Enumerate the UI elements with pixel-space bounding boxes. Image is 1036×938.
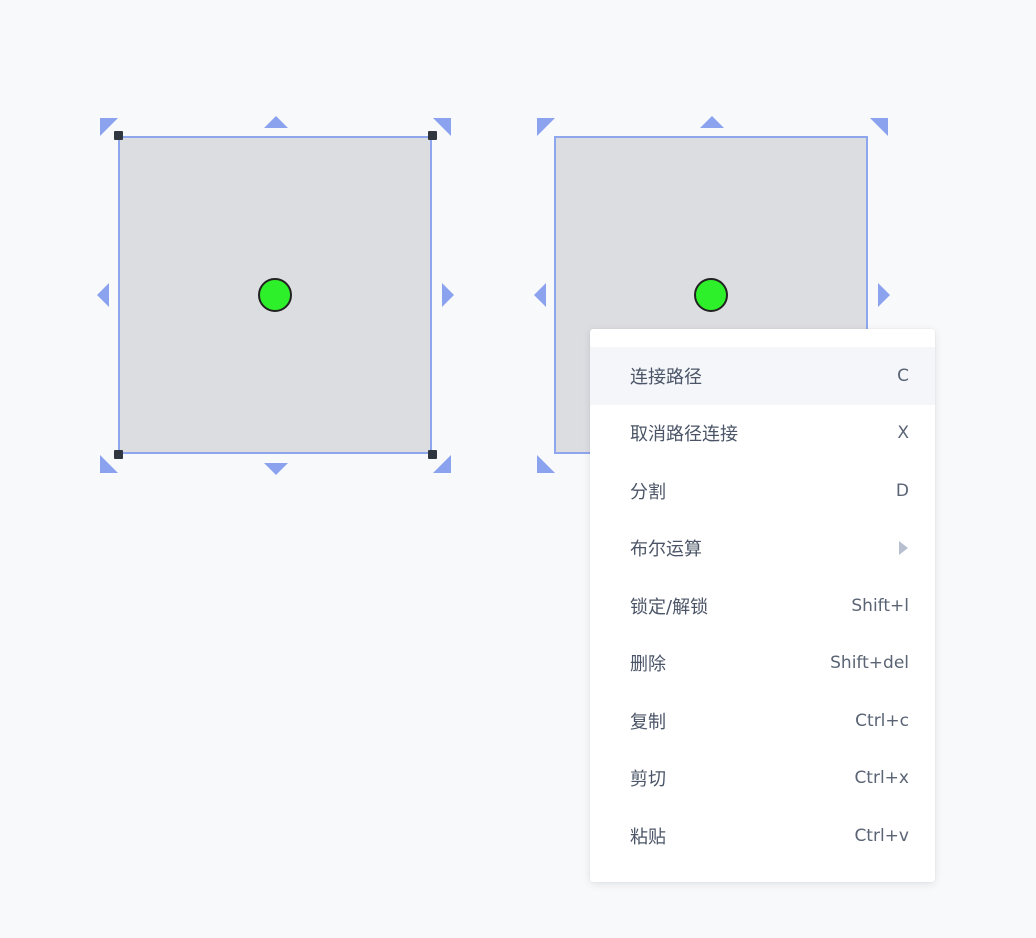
menu-item-disconnect-path[interactable]: 取消路径连接 X [590, 405, 935, 463]
menu-item-copy[interactable]: 复制 Ctrl+c [590, 692, 935, 750]
menu-item-shortcut: X [897, 423, 909, 444]
rotate-handle-top-left-icon[interactable] [100, 118, 118, 136]
menu-item-shortcut: Ctrl+v [854, 825, 909, 846]
menu-item-delete[interactable]: 删除 Shift+del [590, 635, 935, 693]
rotate-handle-bottom-left-icon[interactable] [537, 455, 555, 473]
menu-item-connect-path[interactable]: 连接路径 C [590, 347, 935, 405]
menu-item-label: 粘贴 [630, 826, 666, 848]
menu-item-split[interactable]: 分割 D [590, 462, 935, 520]
menu-item-label: 连接路径 [630, 366, 702, 388]
rotate-handle-bottom-right-icon[interactable] [433, 455, 451, 473]
resize-handle-right-icon[interactable] [878, 283, 890, 307]
rotate-handle-bottom-left-icon[interactable] [100, 455, 118, 473]
menu-item-boolean-operation[interactable]: 布尔运算 [590, 520, 935, 578]
menu-item-label: 锁定/解锁 [630, 596, 709, 618]
resize-handle-left-icon[interactable] [534, 283, 546, 307]
menu-item-shortcut: Ctrl+x [854, 768, 909, 789]
chevron-right-icon [899, 541, 908, 556]
vertex-handle-top-left[interactable] [114, 131, 123, 140]
menu-item-paste[interactable]: 粘贴 Ctrl+v [590, 807, 935, 865]
resize-handle-left-icon[interactable] [97, 283, 109, 307]
menu-item-label: 布尔运算 [630, 539, 702, 561]
rectangle-shape-left[interactable] [118, 136, 432, 454]
resize-handle-top-icon[interactable] [264, 116, 288, 128]
resize-handle-top-icon[interactable] [700, 116, 724, 128]
context-menu: 连接路径 C 取消路径连接 X 分割 D 布尔运算 锁定/解锁 Shift+l … [590, 329, 935, 882]
menu-item-label: 分割 [630, 481, 666, 503]
menu-item-cut[interactable]: 剪切 Ctrl+x [590, 750, 935, 808]
rotate-handle-top-right-icon[interactable] [870, 118, 888, 136]
menu-item-shortcut: D [895, 480, 909, 501]
menu-item-shortcut: C [897, 365, 909, 386]
menu-item-shortcut: Shift+del [830, 653, 909, 674]
menu-item-label: 剪切 [630, 769, 666, 791]
center-point-handle[interactable] [258, 278, 292, 312]
resize-handle-right-icon[interactable] [442, 283, 454, 307]
vertex-handle-bottom-left[interactable] [114, 450, 123, 459]
menu-item-lock-unlock[interactable]: 锁定/解锁 Shift+l [590, 577, 935, 635]
menu-item-shortcut: Ctrl+c [855, 710, 909, 731]
vertex-handle-top-right[interactable] [428, 131, 437, 140]
vertex-handle-bottom-right[interactable] [428, 450, 437, 459]
menu-item-label: 取消路径连接 [630, 424, 738, 446]
menu-item-shortcut: Shift+l [851, 595, 909, 616]
center-point-handle[interactable] [694, 278, 728, 312]
rotate-handle-top-left-icon[interactable] [537, 118, 555, 136]
resize-handle-bottom-icon[interactable] [264, 463, 288, 475]
menu-item-label: 删除 [630, 654, 666, 676]
rotate-handle-top-right-icon[interactable] [433, 118, 451, 136]
menu-item-label: 复制 [630, 711, 666, 733]
